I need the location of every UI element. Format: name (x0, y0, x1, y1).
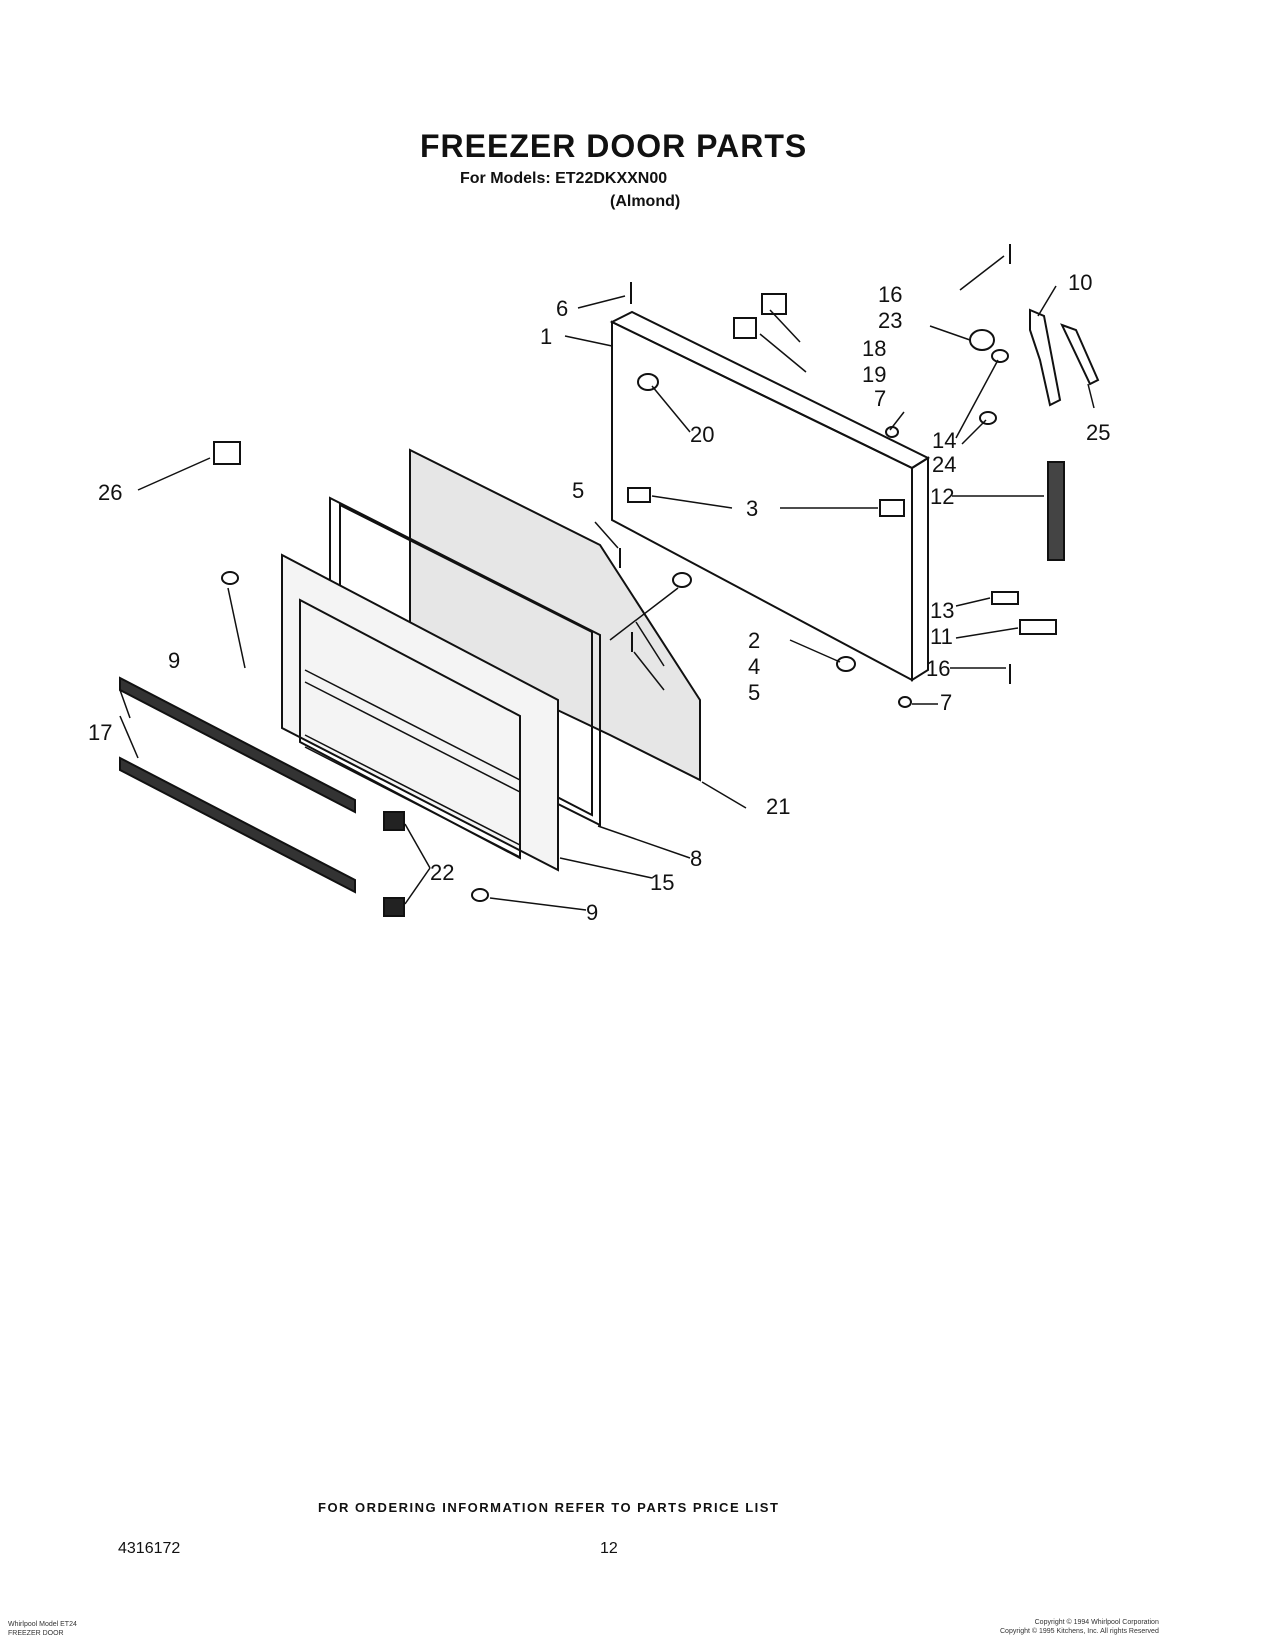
diagram-drawing (119, 244, 1100, 917)
clip-26 (213, 441, 241, 465)
callout-2: 2 (748, 628, 760, 653)
footer-left-line-1: Whirlpool Model ET24 (8, 1621, 77, 1628)
callout-6: 6 (556, 296, 568, 321)
callout-21: 21 (766, 794, 790, 819)
callout-5-lower: 5 (748, 680, 760, 705)
callout-26: 26 (98, 480, 122, 505)
callout-18: 18 (862, 336, 886, 361)
callout-3: 3 (746, 496, 758, 521)
callout-10: 10 (1068, 270, 1092, 295)
callout-25: 25 (1086, 420, 1110, 445)
liner-shelf-ribs (304, 669, 521, 858)
leader-lines (119, 255, 1095, 911)
callout-19: 19 (862, 362, 886, 387)
page-number: 12 (600, 1540, 618, 1557)
footer-right-line-1: Copyright © 1994 Whirlpool Corporation (1034, 1619, 1159, 1626)
handle-trim-25 (1060, 323, 1100, 386)
footer-copyright: Copyright © 1994 Whirlpool Corporation C… (1000, 1618, 1159, 1636)
plug-9-bottom (471, 888, 489, 902)
spacer-2b (836, 656, 856, 672)
spacer-2a (672, 572, 692, 588)
cam-23 (969, 329, 995, 351)
footer-right-line-2: Copyright © 1995 Kitchens, Inc. All righ… (1000, 1628, 1159, 1635)
bracket-11 (1019, 619, 1057, 635)
plug-9-left (221, 571, 239, 585)
callout-20: 20 (690, 422, 714, 447)
end-cap-lower (383, 897, 405, 917)
callout-labels: 1 2 3 4 5 5 6 7 7 8 9 9 10 11 12 13 14 1… (88, 270, 1110, 925)
callout-4: 4 (748, 654, 760, 679)
callout-9-bottom: 9 (586, 900, 598, 925)
callout-16-lower: 16 (926, 656, 950, 681)
inner-liner (281, 553, 559, 872)
callout-13: 13 (930, 598, 954, 623)
callout-24: 24 (932, 452, 956, 477)
color-note: (Almond) (610, 193, 681, 210)
page-title: FREEZER DOOR PARTS (420, 128, 808, 164)
hinge-right (879, 499, 905, 517)
footer-left-notes: Whirlpool Model ET24 FREEZER DOOR (8, 1620, 77, 1638)
callout-14: 14 (932, 428, 956, 453)
callout-11: 11 (930, 624, 953, 649)
model-line: For Models: ET22DKXXN00 (460, 170, 668, 187)
callout-22: 22 (430, 860, 454, 885)
handle (1029, 308, 1062, 407)
callout-16-upper: 16 (878, 282, 902, 307)
hinge-left (627, 487, 651, 503)
screw-24 (979, 411, 997, 425)
callout-1: 1 (540, 324, 552, 349)
callout-23: 23 (878, 308, 902, 333)
label-19 (733, 317, 757, 339)
spacer-20 (637, 373, 659, 391)
callout-15: 15 (650, 870, 674, 895)
callout-7-upper: 7 (874, 386, 886, 411)
handle-bar (1047, 461, 1065, 561)
bracket-13 (991, 591, 1019, 605)
callout-9-left: 9 (168, 648, 180, 673)
callout-12: 12 (930, 484, 954, 509)
footer-left-line-2: FREEZER DOOR (8, 1630, 64, 1637)
washer-7-bottom (898, 696, 912, 708)
callout-7-lower: 7 (940, 690, 952, 715)
spacer-14 (991, 349, 1009, 363)
end-cap-upper (383, 811, 405, 831)
shelf-bar-lower (119, 756, 356, 894)
callout-8: 8 (690, 846, 702, 871)
shelf-bar-upper (119, 676, 356, 814)
label-18 (761, 293, 787, 315)
ordering-note: FOR ORDERING INFORMATION REFER TO PARTS … (318, 1500, 780, 1515)
callout-17: 17 (88, 720, 112, 745)
document-number: 4316172 (118, 1540, 181, 1557)
callout-5-upper: 5 (572, 478, 584, 503)
